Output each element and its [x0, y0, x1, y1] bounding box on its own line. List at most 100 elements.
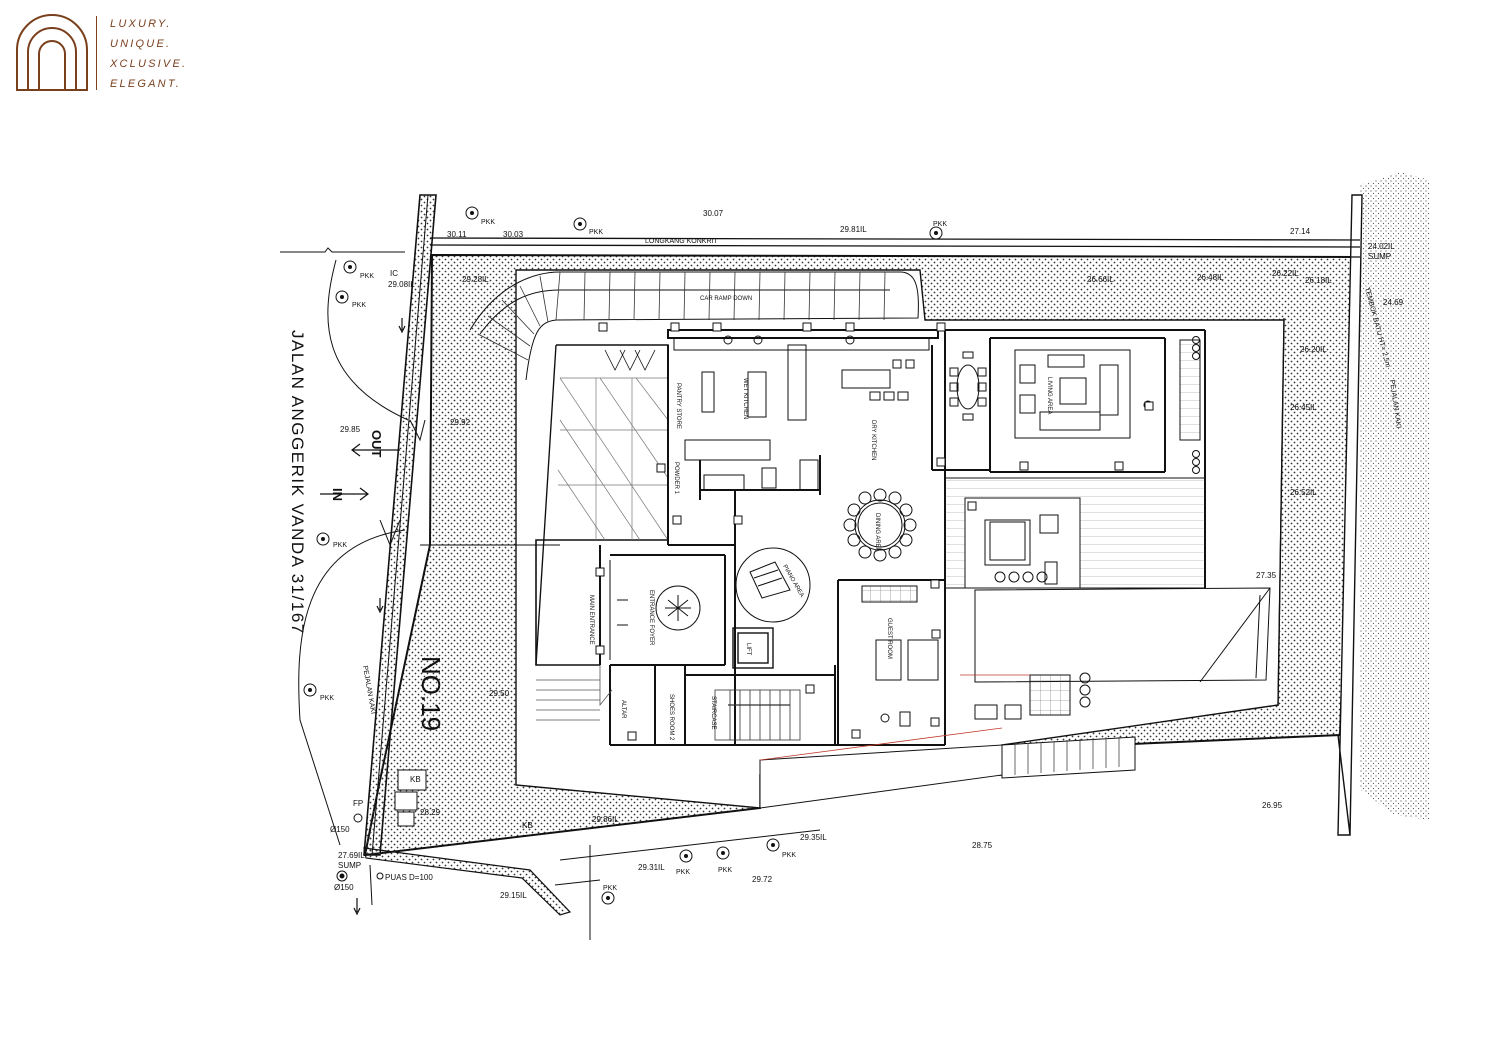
deck-area [944, 477, 1206, 589]
level-26-52il: 26.52IL [1290, 488, 1317, 497]
level-29-86il: 29.86IL [592, 815, 619, 824]
tree-label: PKK [718, 867, 732, 874]
tree-11: PKK [601, 885, 617, 905]
tree-1: PKK [465, 206, 495, 226]
level-26-22il: 26.22IL [1272, 269, 1299, 278]
tree-label: PKK [352, 302, 366, 309]
flow-arrows [320, 318, 406, 916]
interior-walls [599, 329, 1206, 746]
level-29-81il: 29.81IL [840, 225, 867, 234]
label-pipe-150-a: Ø150 [330, 825, 350, 834]
level-24-02il: 24.02IL [1368, 242, 1395, 251]
room-pantry: PANTRY STORE [675, 383, 681, 429]
room-lift: LIFT [745, 643, 751, 656]
tree-label: PKK [933, 221, 947, 228]
guest-room-furniture [861, 585, 939, 727]
level-29-15il: 29.15IL [500, 891, 527, 900]
setback-line [1277, 317, 1285, 707]
level-26-48il: 26.48IL [1197, 273, 1224, 282]
room-guest: GUEST ROOM [886, 618, 892, 659]
tree-label: PKK [782, 852, 796, 859]
arch-logo-icon [16, 14, 88, 91]
level-28-75: 28.75 [972, 841, 993, 850]
level-29-31il: 29.31IL [638, 863, 665, 872]
level-30-11: 30.11 [447, 230, 467, 239]
tree-3: PKK [929, 221, 947, 240]
label-pipe-150-b: Ø150 [334, 883, 354, 892]
room-powder: POWDER 1 [673, 462, 679, 495]
brand-logo: LUXURY. UNIQUE. XCLUSIVE. ELEGANT. [14, 12, 204, 94]
tree-6: PKK [316, 532, 347, 549]
concrete-drain [429, 237, 1361, 258]
left-wall-inner [371, 194, 429, 856]
column-markers [595, 322, 1154, 741]
label-kb-top: KB [410, 775, 421, 784]
utility-boxes [336, 769, 427, 882]
tagline-luxury: LUXURY. [110, 18, 172, 30]
tree-label: PKK [320, 695, 334, 702]
level-27-35: 27.35 [1256, 571, 1277, 580]
tree-label: PKK [589, 229, 603, 236]
level-27-69il: 27.69IL [338, 851, 365, 860]
bottom-right-boundary [1337, 734, 1351, 836]
level-sump-top: SUMP [1368, 252, 1391, 261]
tree-label: PKK [676, 869, 690, 876]
garage [535, 344, 669, 666]
tree-9: PKK [716, 846, 732, 874]
tagline-xclusive: XCLUSIVE. [110, 58, 188, 70]
staircase [714, 689, 801, 741]
pool [974, 587, 1271, 720]
level-29-50: 29.50 [489, 689, 510, 698]
level-27-14: 27.14 [1290, 227, 1311, 236]
in-sign: IN [330, 488, 345, 501]
tree-5: PKK [335, 290, 366, 309]
room-shoes: SHOES ROOM 2 [668, 694, 674, 741]
bottom-boundary-wall [363, 847, 572, 916]
walkway-left: PEJALAN KAKI [361, 665, 376, 715]
tagline-elegant: ELEGANT. [110, 78, 181, 90]
tree-label: PKK [333, 542, 347, 549]
level-26-45il: 26.45IL [1290, 403, 1317, 412]
level-29-72: 29.72 [752, 875, 773, 884]
label-puas: PUAS D=100 [385, 873, 433, 882]
level-28-29: 28.29 [420, 808, 441, 817]
room-entrance-foyer: ENTRANCE FOYER [648, 590, 654, 646]
level-29-08il: 29.08IL [388, 280, 415, 289]
room-living: LIVING AREA [1046, 377, 1052, 414]
level-29-35il: 29.35IL [800, 833, 827, 842]
living-room [1014, 339, 1201, 441]
label-kb-bottom: KB [522, 821, 533, 830]
level-29-28il: 29.28IL [462, 275, 489, 284]
tree-label: PKK [481, 219, 495, 226]
piano [735, 547, 811, 623]
level-26-20il: 26.20IL [1300, 345, 1327, 354]
car-ramp-treads [477, 271, 886, 361]
drain-label: LONGKANG KONKRIT [645, 238, 718, 245]
level-26-66il: 26.66IL [1087, 275, 1114, 284]
tree-7: PKK [303, 683, 334, 702]
level-sump-bottom: SUMP [338, 861, 361, 870]
level-30-03: 30.03 [503, 230, 524, 239]
kitchen-fixtures [673, 335, 930, 491]
room-staircase: STAIRCASE [710, 696, 716, 730]
tree-10: PKK [766, 838, 796, 859]
lift [732, 627, 774, 669]
right-vegetation [1360, 172, 1430, 820]
car-ramp-label: CAR RAMP DOWN [700, 296, 752, 302]
level-29-85: 29.85 [340, 425, 361, 434]
logo-divider [96, 16, 97, 90]
room-altar: ALTAR [620, 700, 626, 719]
room-wet-kitchen: WET KITCHEN [742, 378, 748, 419]
room-main-entrance: MAIN ENTRANCE [588, 595, 594, 645]
room-dining: DINING AREA [874, 513, 880, 552]
level-30-07: 30.07 [703, 209, 724, 218]
red-setback-lines [759, 674, 1030, 761]
street-name: JALAN ANGGERIK VANDA 31/167 [288, 330, 307, 635]
out-sign: OUT [369, 430, 384, 458]
lower-steps-hatch [1014, 737, 1120, 775]
brand-taglines: LUXURY. UNIQUE. XCLUSIVE. ELEGANT. [110, 14, 187, 94]
plan-labels: JALAN ANGGERIK VANDA 31/167 NO.19 LONGKA… [288, 206, 1404, 905]
tree-2: PKK [573, 217, 603, 236]
level-26-95: 26.95 [1262, 801, 1283, 810]
